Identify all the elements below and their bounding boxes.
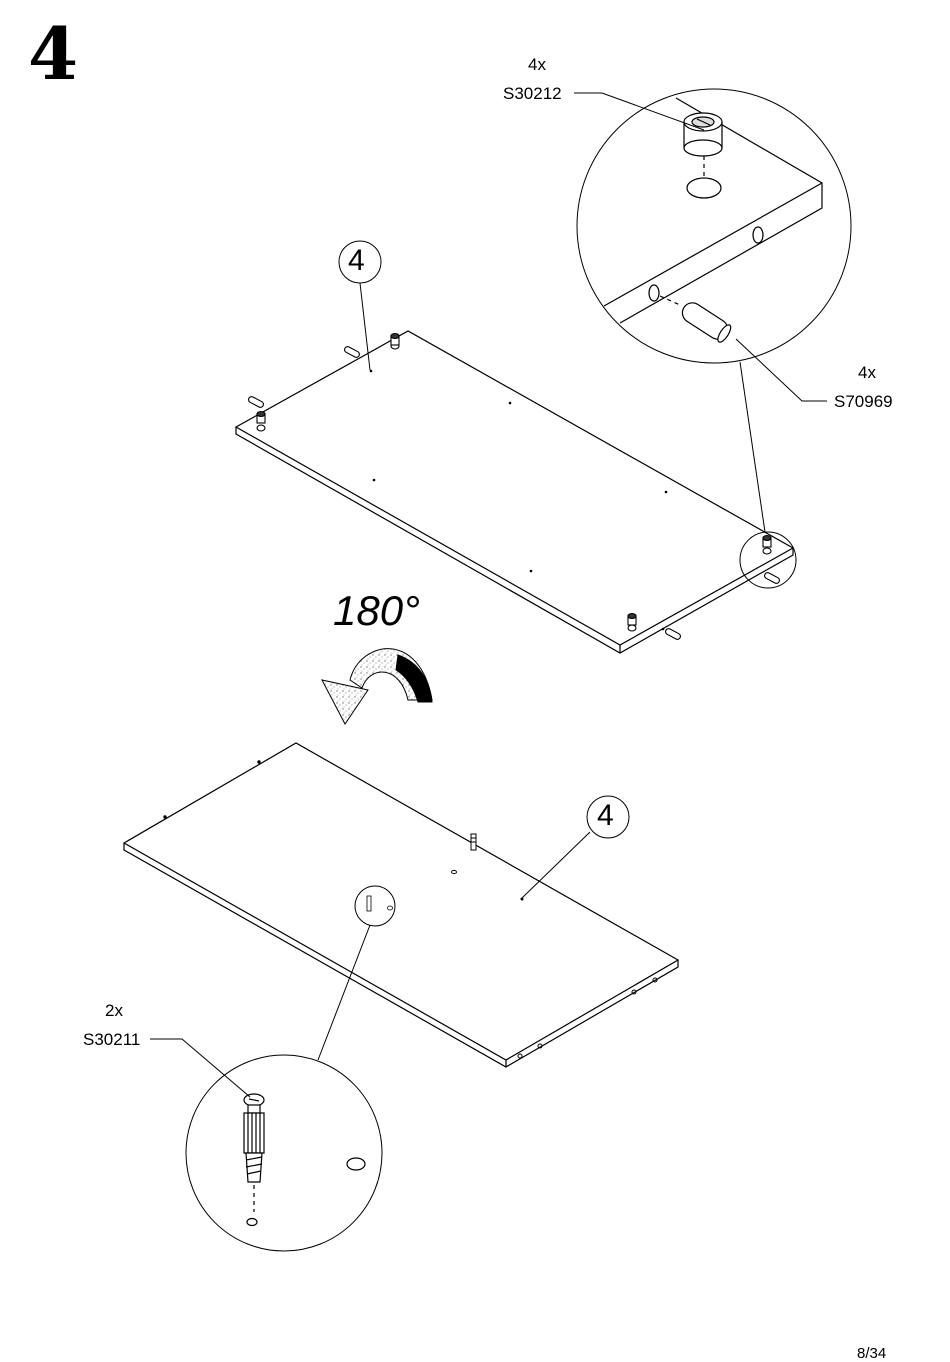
bottom-panel-cam-bolt xyxy=(471,834,476,850)
part-number-bottom: 4 xyxy=(597,801,614,831)
dowel-part-code: S70969 xyxy=(834,393,893,410)
rotation-angle-label: 180° xyxy=(333,590,420,632)
detail-magnifier-bottom xyxy=(186,925,382,1251)
bottom-panel xyxy=(124,743,678,1067)
rotate-180-arrow-icon xyxy=(322,649,432,724)
cam-bolt-quantity: 2x xyxy=(105,1002,123,1019)
cam-lock-detail xyxy=(684,113,722,156)
cam-lock-part-code: S30212 xyxy=(503,85,562,102)
detail-circle-small-bottom xyxy=(355,886,395,926)
top-panel xyxy=(236,331,793,653)
part-number-top: 4 xyxy=(348,246,365,276)
step-number: 4 xyxy=(28,18,78,90)
cam-bolt-part-code: S30211 xyxy=(83,1031,140,1048)
page-number: 8/34 xyxy=(857,1346,886,1361)
dowel-quantity: 4x xyxy=(858,364,876,381)
cam-lock-quantity: 4x xyxy=(528,56,546,73)
